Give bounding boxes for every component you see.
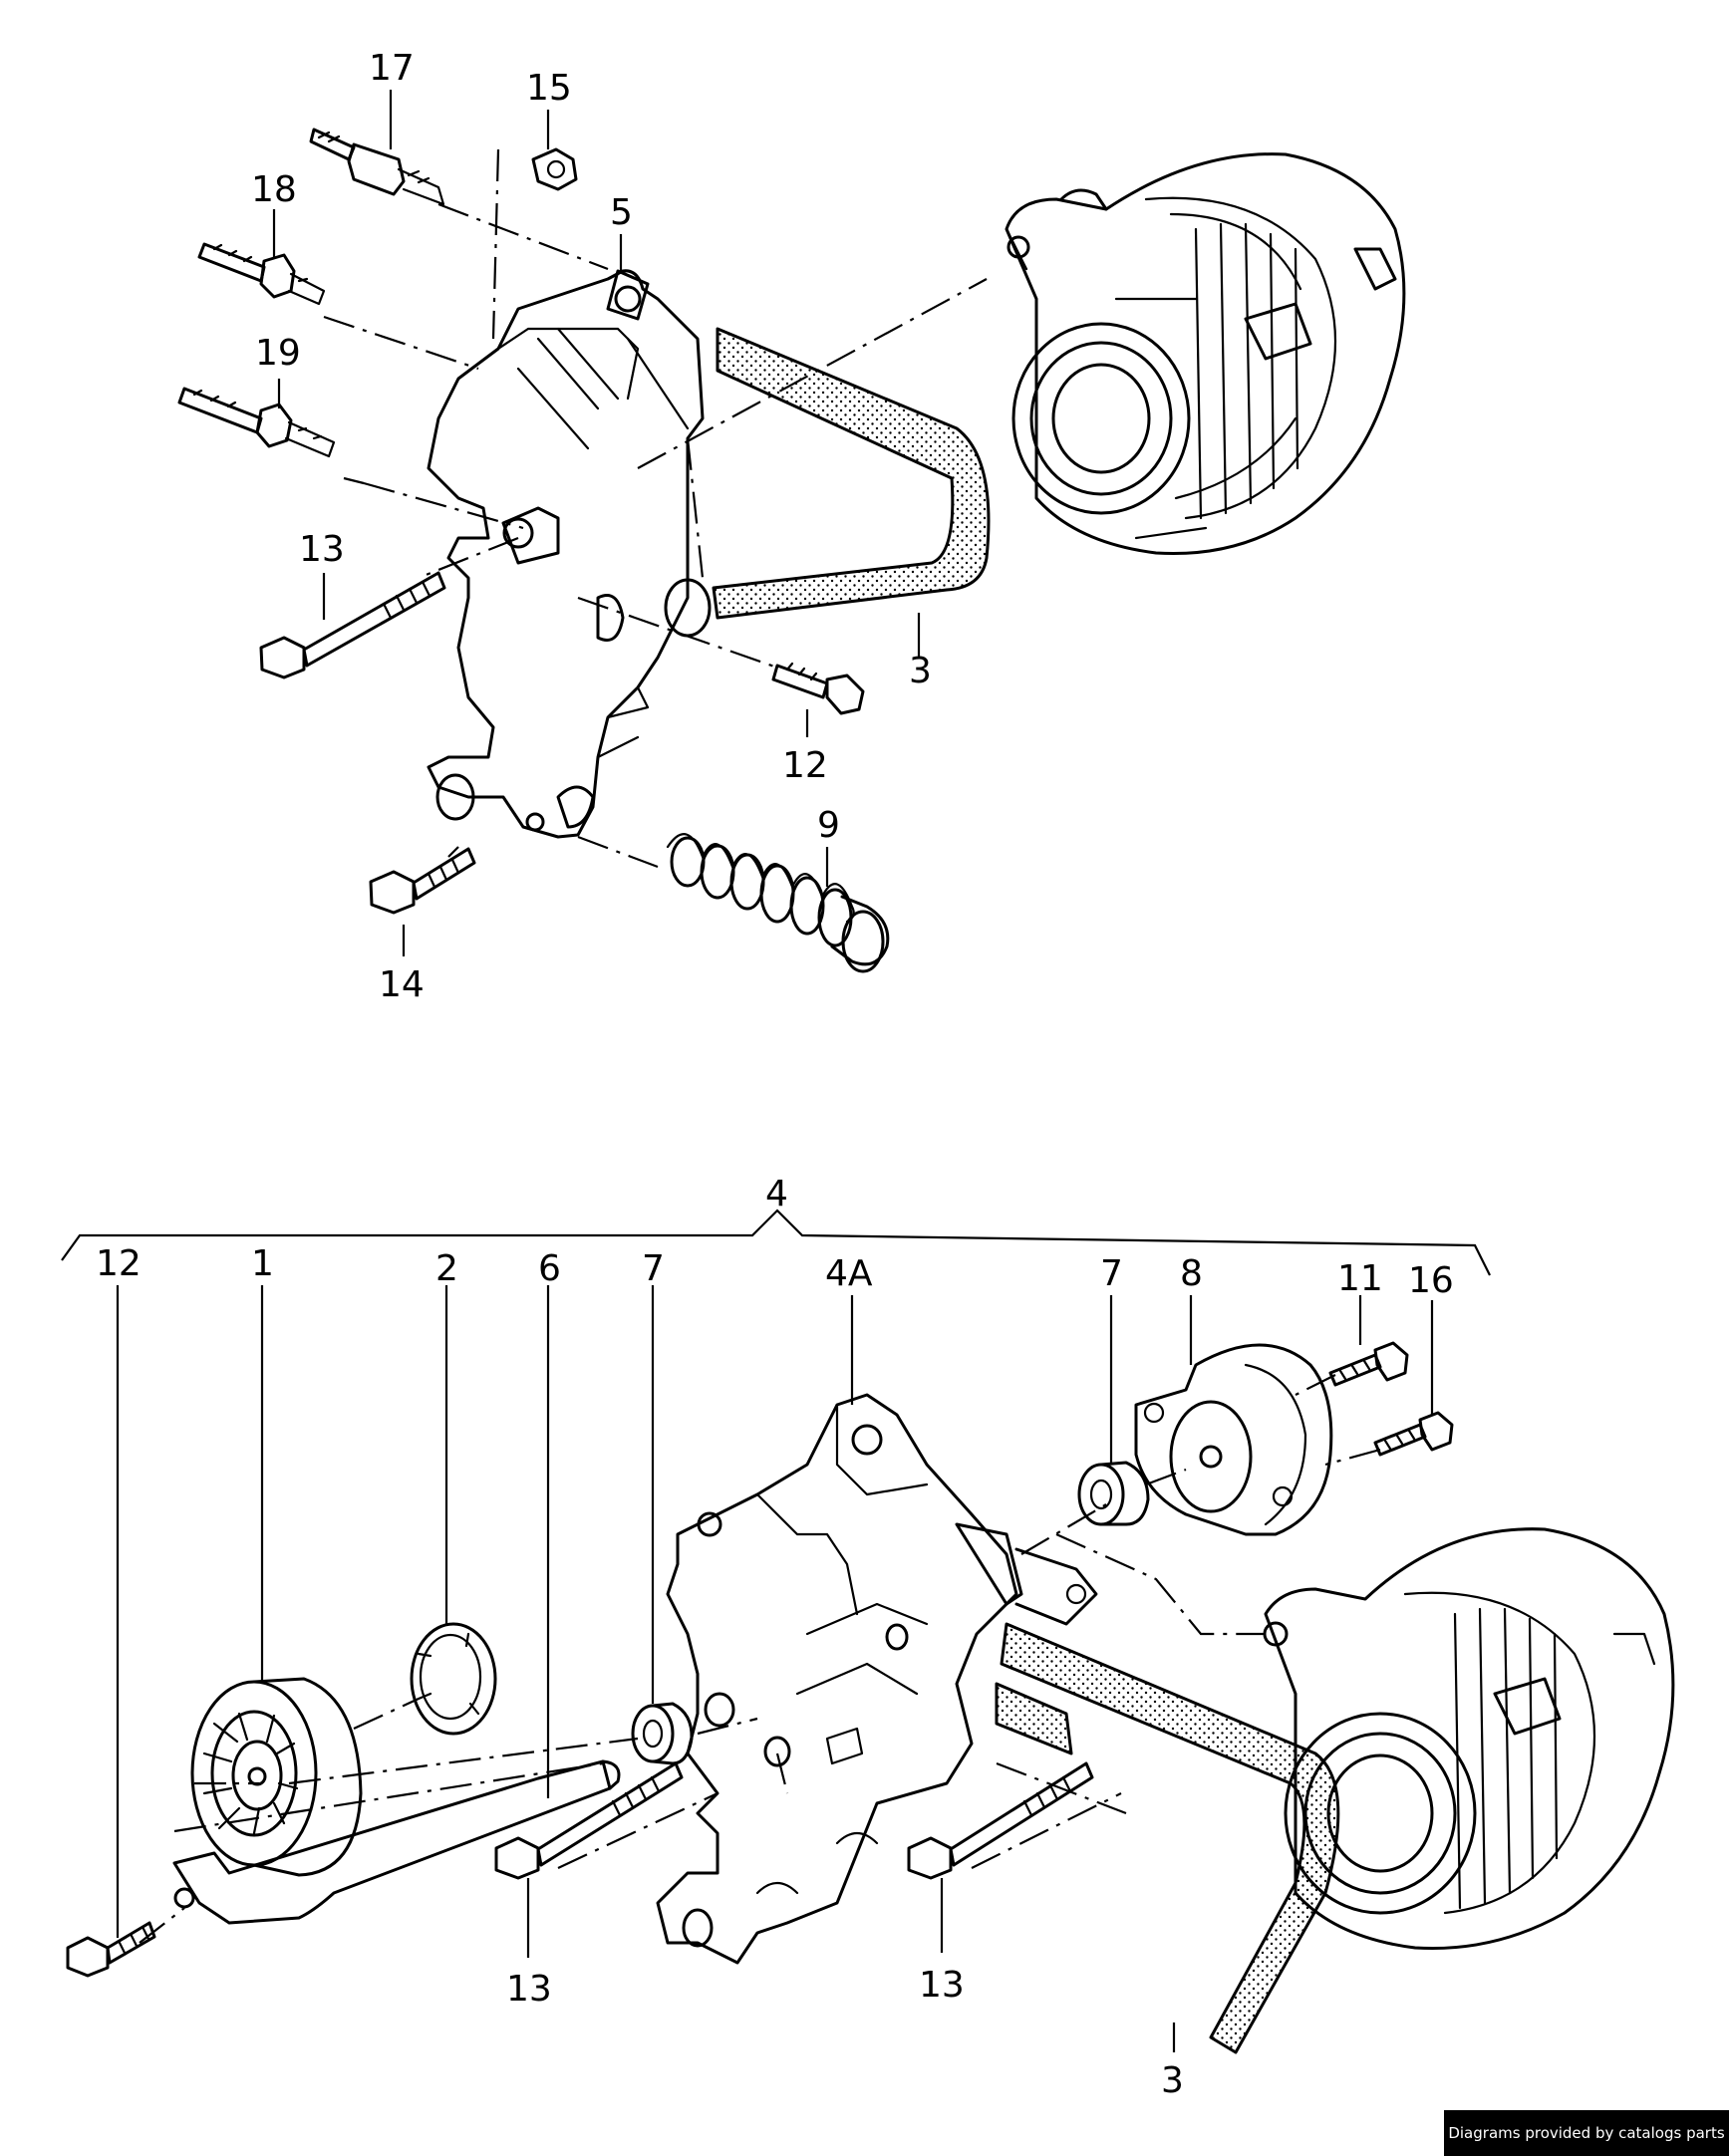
damper-unit-8 [1134, 1343, 1333, 1536]
stud-bolt-17 [309, 128, 445, 206]
callout-13-lower-left: 13 [506, 1969, 552, 2010]
callout-14: 14 [379, 964, 425, 1005]
callout-8: 8 [1180, 1253, 1203, 1294]
bolt-13-upper [259, 571, 446, 679]
bolt-14 [369, 847, 476, 915]
bolt-11 [1328, 1341, 1409, 1387]
callout-1: 1 [251, 1243, 274, 1284]
bolt-12-upper [771, 662, 865, 715]
bracket-upper [427, 269, 712, 839]
callout-18: 18 [251, 169, 297, 210]
tensioner-arm-6 [172, 1759, 621, 1925]
bushing-7-left [631, 1702, 694, 1765]
tensioner-pulley-1 [190, 1677, 363, 1877]
callout-3-upper: 3 [909, 651, 932, 691]
callout-7-left: 7 [642, 1248, 665, 1289]
callout-13-lower-right: 13 [919, 1965, 965, 2006]
callout-12-upper: 12 [782, 745, 828, 786]
callout-17: 17 [369, 48, 415, 89]
bolt-16 [1373, 1411, 1454, 1457]
callout-9: 9 [817, 805, 840, 846]
damper-spring-9 [666, 833, 890, 973]
callout-13-upper: 13 [299, 529, 345, 570]
callout-4A: 4A [825, 1253, 873, 1294]
bushing-7-right [1077, 1461, 1150, 1526]
bolt-13-lower-right [907, 1761, 1094, 1880]
bolt-13-lower-left [494, 1761, 684, 1880]
callout-15: 15 [526, 68, 572, 109]
leader-lines [116, 90, 1434, 2052]
lower-assembly [61, 1209, 1675, 2054]
stud-bolt-18 [197, 242, 326, 306]
callout-3-lower: 3 [1161, 2060, 1184, 2101]
stud-bolt-19 [177, 387, 336, 458]
upper-assembly [177, 128, 1406, 973]
callout-7-right: 7 [1100, 1253, 1123, 1294]
callout-16: 16 [1408, 1260, 1454, 1301]
callout-2: 2 [435, 1248, 458, 1289]
callout-11: 11 [1337, 1258, 1383, 1299]
callout-19: 19 [255, 333, 301, 374]
callout-4: 4 [765, 1174, 788, 1214]
drive-belt-lower [995, 1622, 1340, 2054]
credit-banner: Diagrams provided by catalogs parts [1444, 2110, 1729, 2156]
alternator-upper [1005, 152, 1406, 556]
drive-belt-upper [712, 327, 991, 620]
assembly-lines-lower [139, 1374, 1381, 1944]
dust-cap-2 [410, 1622, 497, 1736]
bolt-12-lower [66, 1921, 156, 1978]
alternator-lower [1263, 1527, 1675, 1951]
callouts-lower: 4 12 1 2 6 7 4A 7 8 11 16 13 13 3 [96, 1174, 1454, 2101]
callout-5: 5 [610, 192, 633, 233]
callout-6: 6 [538, 1248, 561, 1289]
callouts-upper: 17 15 18 5 19 13 3 12 9 14 [251, 48, 932, 1005]
nut-15 [531, 147, 578, 191]
group-brace-4 [61, 1209, 1491, 1276]
callout-12-lower: 12 [96, 1243, 142, 1284]
assembly-lines-upper [323, 148, 988, 869]
bracket-4A [656, 1393, 1098, 1965]
